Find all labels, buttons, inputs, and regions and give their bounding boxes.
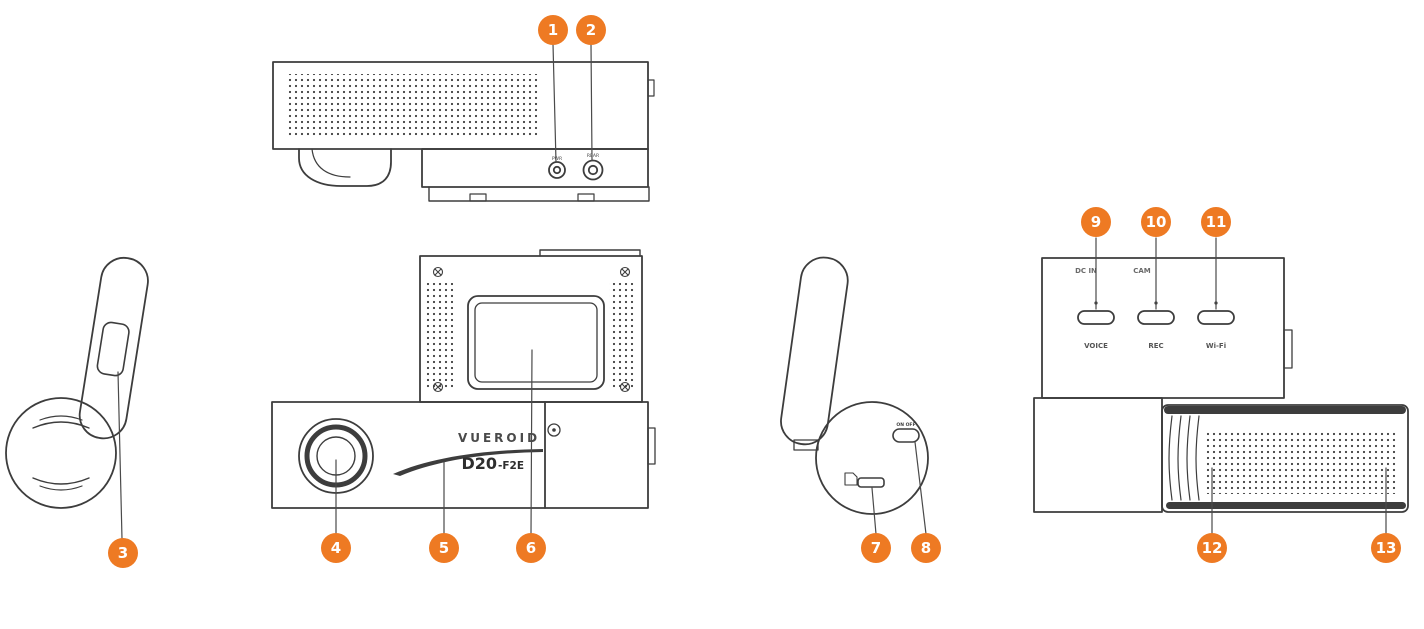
power-port-pin	[552, 165, 562, 175]
rec-button-label: REC	[1148, 342, 1163, 350]
port-panel	[421, 148, 649, 188]
sd-card-slot	[857, 477, 885, 488]
side-nub	[647, 79, 655, 97]
mount-arm-left	[78, 256, 149, 440]
rear-camera-drawing: DC IN CAM VOICE REC Wi-Fi	[1033, 257, 1409, 513]
model-suffix-text: -F2E	[498, 460, 524, 472]
plate-tab-right	[577, 193, 595, 202]
speaker-arc	[32, 477, 90, 485]
barrel-top-band	[1164, 406, 1406, 414]
vent-grille-rear	[1206, 430, 1398, 494]
right-side-view-drawing: ON OFF	[780, 256, 929, 515]
vent-grille-bracket-left	[426, 283, 453, 388]
callout-4: 4	[321, 533, 351, 563]
callout-8: 8	[911, 533, 941, 563]
mount-pad-window-inner	[474, 302, 598, 383]
voice-button-label: VOICE	[1084, 342, 1108, 350]
barrel-rib	[1177, 415, 1182, 501]
body-side-nub	[647, 427, 656, 465]
callout-5: 5	[429, 533, 459, 563]
front-view-drawing: VUEROID D20 -F2E	[271, 249, 656, 509]
voice-button	[1077, 310, 1115, 325]
security-led-dot	[552, 428, 556, 432]
speaker-arc	[39, 485, 83, 491]
vent-grille-bracket-right	[609, 283, 636, 388]
power-switch	[892, 428, 920, 443]
dc-in-label: DC IN	[1075, 267, 1097, 275]
mount-pad-window	[467, 295, 605, 390]
callout-10: 10	[1141, 207, 1171, 237]
callout-6: 6	[516, 533, 546, 563]
swoosh-graphic	[393, 449, 543, 476]
bracket-top-tab	[539, 249, 641, 257]
callout-3: 3	[108, 538, 138, 568]
rec-button	[1137, 310, 1175, 325]
model-text: D20	[461, 454, 497, 473]
barrel-rib	[1168, 415, 1173, 501]
left-side-view-drawing	[5, 256, 149, 509]
rear-unit-mount-block	[1033, 397, 1163, 513]
camera-body-side	[5, 397, 117, 509]
cam-label: CAM	[1133, 267, 1151, 275]
side-button	[96, 321, 130, 377]
power-port	[548, 161, 566, 179]
mount-arm-right	[780, 256, 849, 446]
rear-cam-port	[582, 159, 604, 181]
power-switch-label: ON OFF	[896, 422, 915, 428]
camera-body-side-right	[815, 401, 929, 515]
top-view-drawing: PWR REAR	[272, 61, 655, 202]
callout-1: 1	[538, 15, 568, 45]
power-port-label: PWR	[552, 156, 562, 162]
mount-foot-inner-line	[311, 148, 351, 178]
bottom-plate	[428, 186, 650, 202]
plate-tab-left	[469, 193, 487, 202]
rear-unit-barrel	[1161, 404, 1409, 513]
barrel-rib	[1186, 415, 1191, 501]
sd-card-icon	[844, 472, 858, 486]
speaker-arc	[39, 415, 83, 421]
barrel-bottom-band	[1166, 502, 1406, 509]
callout-9: 9	[1081, 207, 1111, 237]
vent-grille-top	[286, 74, 538, 138]
speaker-arc	[32, 421, 90, 429]
security-led	[547, 423, 561, 437]
callout-2: 2	[576, 15, 606, 45]
wifi-button	[1197, 310, 1235, 325]
rear-side-nub	[1283, 329, 1293, 369]
barrel-rib	[1195, 415, 1200, 501]
bracket-screws	[432, 266, 631, 393]
callout-13: 13	[1371, 533, 1401, 563]
leader-lines	[117, 43, 1387, 540]
mount-bracket	[419, 255, 643, 403]
rear-cam-port-pin	[587, 164, 599, 176]
mount-foot	[298, 148, 392, 187]
callout-12: 12	[1197, 533, 1227, 563]
rear-unit-back-face	[1041, 257, 1285, 399]
brand-text: VUEROID	[458, 431, 540, 445]
rear-cam-port-label: REAR	[587, 153, 599, 159]
wifi-button-label: Wi-Fi	[1206, 342, 1226, 350]
callout-11: 11	[1201, 207, 1231, 237]
callout-7: 7	[861, 533, 891, 563]
